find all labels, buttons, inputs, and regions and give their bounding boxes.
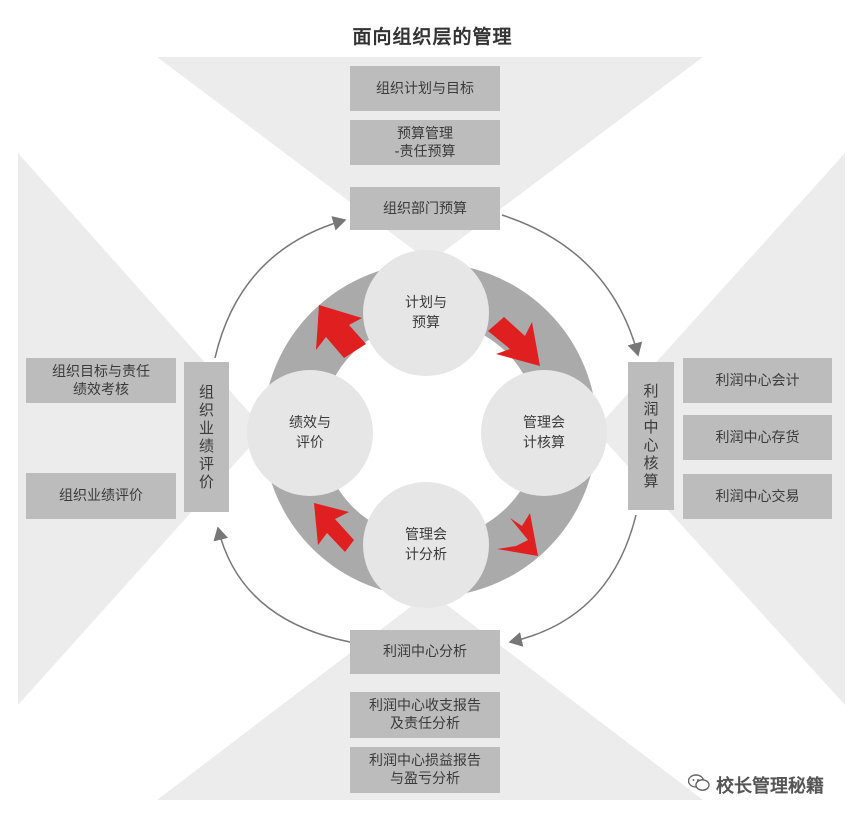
- cycle-node-management-analysis: 管理会 计分析: [363, 482, 489, 608]
- watermark-text: 校长管理秘籍: [716, 776, 824, 797]
- cycle-node-management-accounting: 管理会 计核算: [481, 370, 607, 496]
- profit-center-pl-report-box: 利润中心损益报告 与盈亏分析: [350, 747, 500, 793]
- profit-center-accounting-box: 利润中心会计: [683, 358, 832, 403]
- org-performance-vertical-label: 组织业绩评价: [198, 383, 214, 491]
- red-arrow-top-right: [488, 317, 540, 366]
- red-arrow-bottom-right: [497, 513, 538, 556]
- profit-center-analysis-box: 利润中心分析: [350, 630, 500, 674]
- profit-center-inventory-box: 利润中心存货: [683, 415, 832, 460]
- outer-arc-left-to-top: [214, 216, 347, 359]
- profit-center-accounting-vertical-box: 利润中心核算: [628, 362, 674, 510]
- profit-center-accounting-vertical-label: 利润中心核算: [643, 382, 659, 490]
- outer-arc-right-to-bottom: [508, 514, 637, 647]
- org-goal-kpi-box: 组织目标与责任 绩效考核: [26, 358, 176, 403]
- org-performance-vertical-box: 组织业绩评价: [184, 362, 229, 512]
- cycle-node-plan-budget: 计划与 预算: [363, 250, 489, 376]
- left-quadrant: [18, 153, 265, 705]
- profit-center-income-report-box: 利润中心收支报告 及责任分析: [350, 692, 500, 738]
- profit-center-transaction-box: 利润中心交易: [683, 474, 832, 519]
- wechat-icon: [687, 773, 710, 797]
- cycle-node-performance-eval: 绩效与 评价: [247, 370, 373, 496]
- org-dept-budget-box: 组织部门预算: [350, 187, 500, 230]
- budget-management-box: 预算管理 -责任预算: [350, 120, 500, 165]
- outer-arc-top-to-right: [501, 214, 643, 357]
- org-performance-eval-box: 组织业绩评价: [26, 473, 176, 519]
- diagram-title: 面向组织层的管理: [352, 26, 513, 48]
- watermark: 校长管理秘籍: [687, 772, 824, 798]
- org-plan-goal-box: 组织计划与目标: [350, 66, 500, 111]
- outer-arc-bottom-to-left: [213, 526, 351, 643]
- red-arrow-bottom-left: [314, 503, 354, 552]
- red-arrow-top-left: [316, 305, 366, 358]
